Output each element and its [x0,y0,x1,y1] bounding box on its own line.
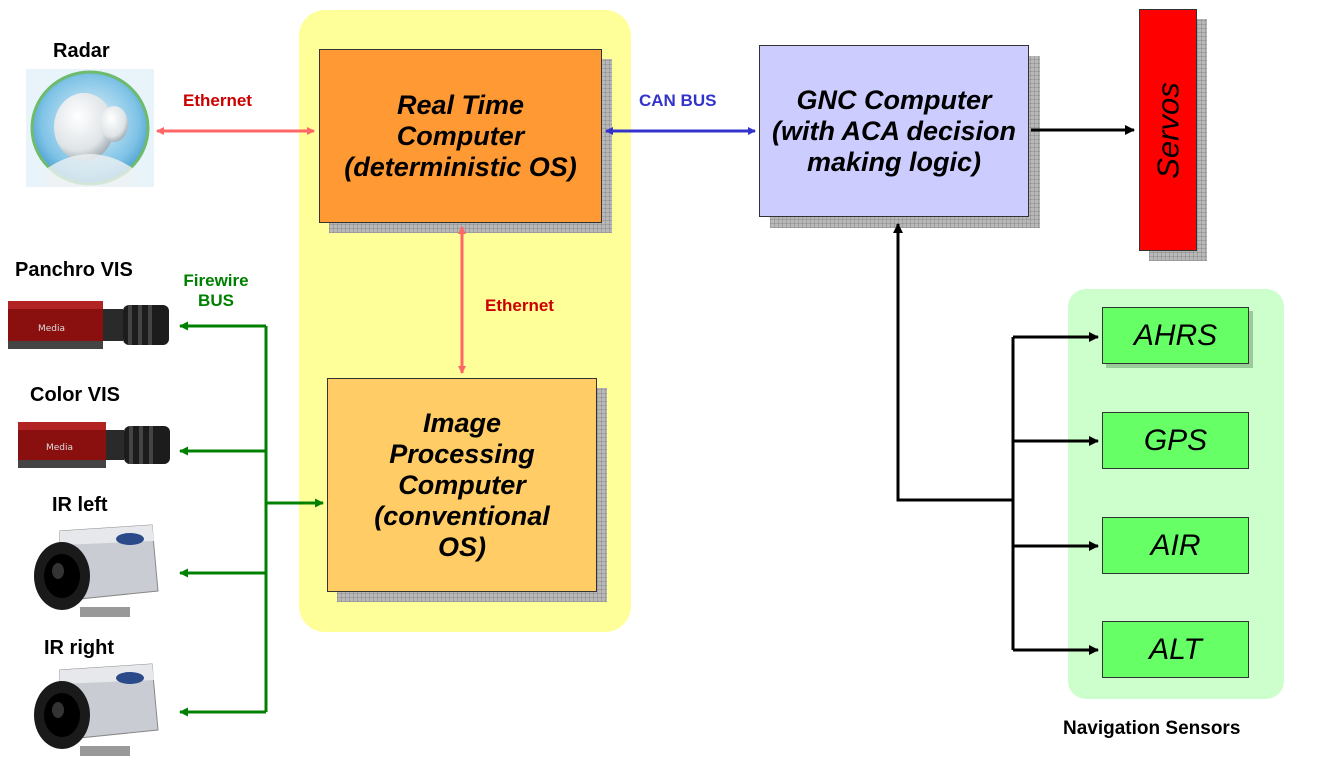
sensor-ahrs[interactable]: AHRS [1102,307,1249,364]
panchro-brand: Media [38,324,65,334]
navigation-sensors-caption: Navigation Sensors [1063,718,1241,739]
ir-left-label: IR left [52,494,108,516]
sensor-gps-label: GPS [1143,423,1208,457]
real-time-computer-box[interactable]: Real Time Computer (deterministic OS) [319,49,602,223]
color-vis-label: Color VIS [30,384,121,406]
panchro-vis-label: Panchro VIS [15,259,133,281]
sensor-ahrs-label: AHRS [1133,318,1218,352]
sensor-air[interactable]: AIR [1102,517,1249,574]
can-bus-label: CAN BUS [639,91,717,110]
gnc-computer-box[interactable]: GNC Computer (with ACA decision making l… [759,45,1029,217]
radar-icon [26,69,154,187]
color-camera-icon: Media [18,422,170,468]
panchro-camera-icon: Media [8,301,169,349]
image-processing-computer-label: Image Processing Computer (conventional … [374,407,550,562]
ir-right-label: IR right [44,637,114,659]
sensor-alt[interactable]: ALT [1102,621,1249,678]
ir-right-camera-icon [34,663,159,756]
real-time-computer-label: Real Time Computer (deterministic OS) [344,89,577,182]
sensor-gps[interactable]: GPS [1102,412,1249,469]
firewire-bus-links [179,321,324,717]
navigation-sensor-links [893,223,1099,655]
sensor-air-label: AIR [1150,528,1201,562]
servos-box[interactable]: Servos [1139,9,1197,251]
image-processing-computer-box[interactable]: Image Processing Computer (conventional … [327,378,597,592]
ethernet-radar-label: Ethernet [183,91,252,110]
ir-left-camera-icon [34,524,159,617]
firewire-bus-label: Firewire BUS [183,271,249,310]
sensor-alt-label: ALT [1149,632,1202,666]
ethernet-internal-label: Ethernet [485,296,554,315]
gnc-computer-label: GNC Computer (with ACA decision making l… [771,84,1016,177]
radar-label: Radar [53,40,110,62]
color-brand: Media [46,443,73,453]
